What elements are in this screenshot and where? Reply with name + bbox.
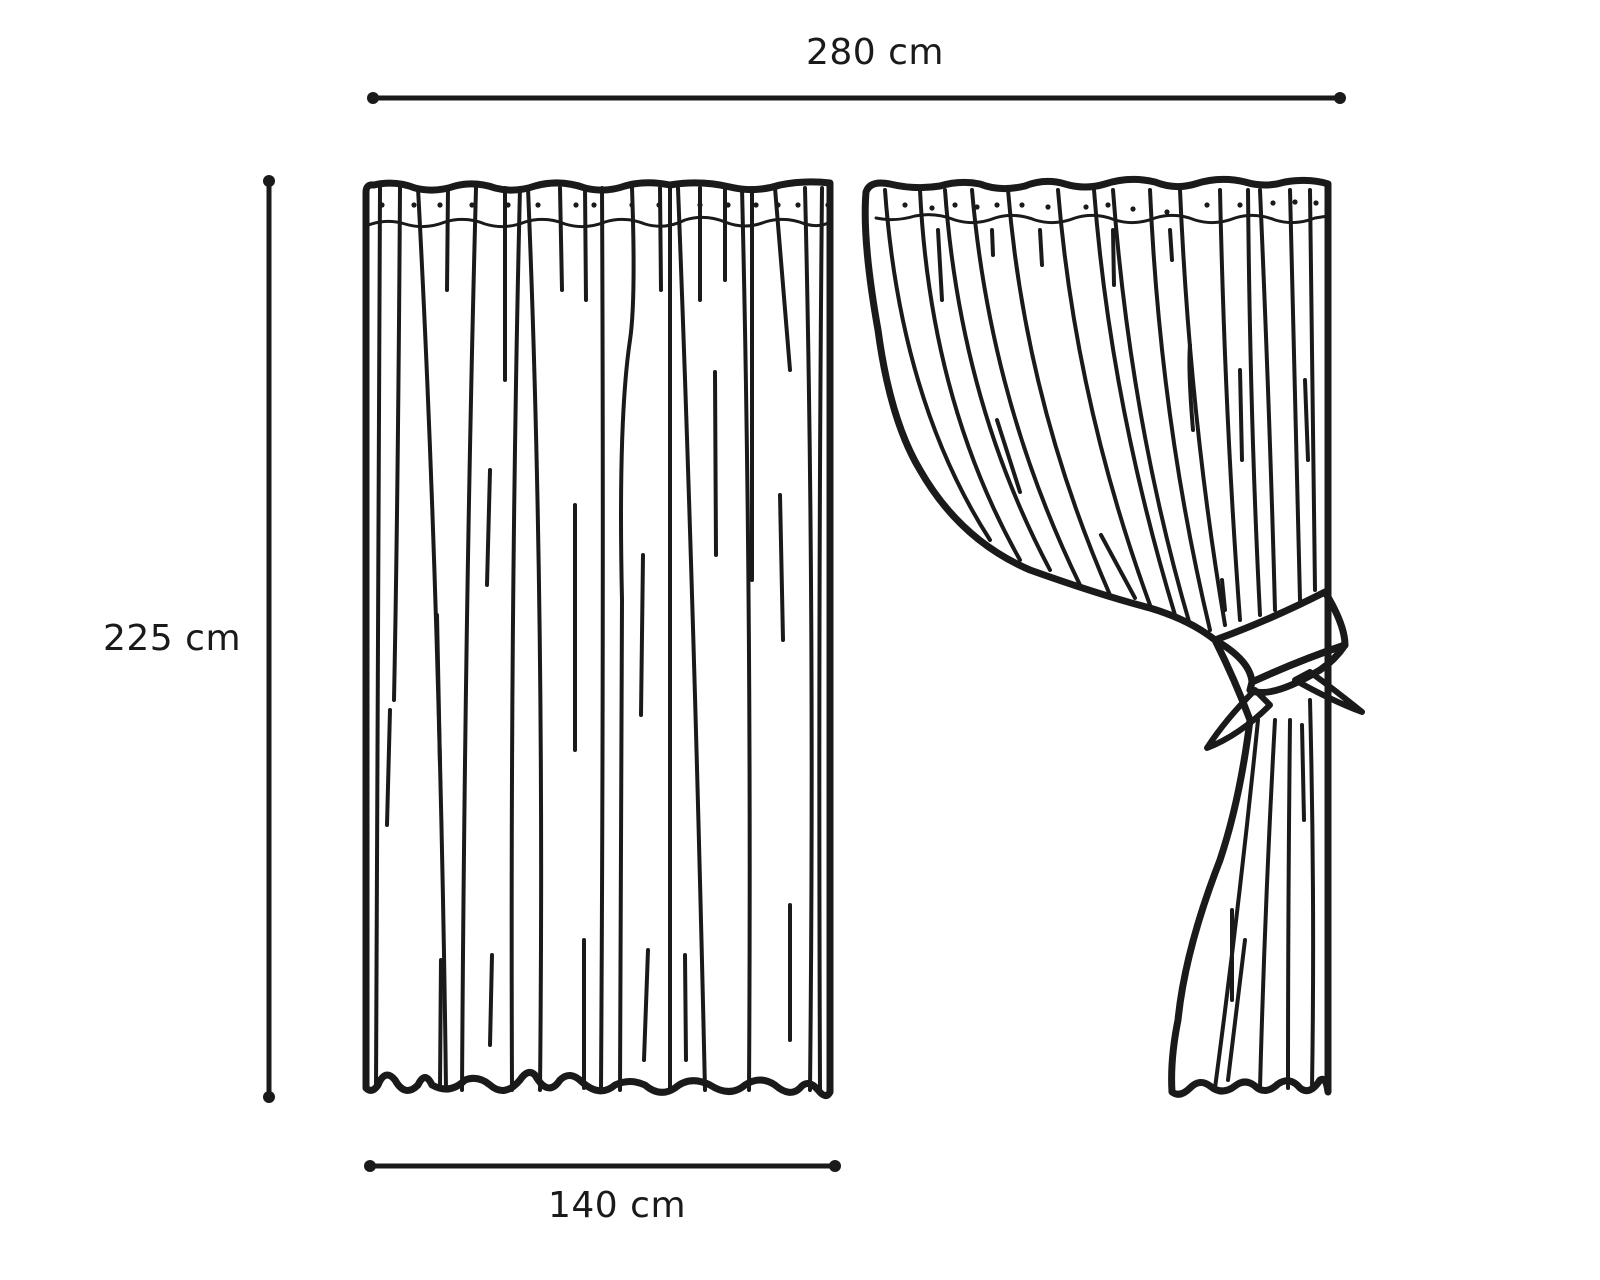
panel-width-label: 140 cm bbox=[548, 1185, 687, 1226]
height-dimension-line bbox=[263, 175, 275, 1103]
height-label: 225 cm bbox=[103, 618, 242, 659]
total-width-label: 280 cm bbox=[805, 32, 945, 73]
tie-back-bow bbox=[1204, 588, 1365, 751]
panel-width-dimension-line bbox=[364, 1160, 841, 1172]
right-curtain-panel bbox=[861, 175, 1365, 1098]
left-curtain-panel bbox=[362, 178, 834, 1099]
total-width-dimension-line bbox=[367, 92, 1346, 104]
